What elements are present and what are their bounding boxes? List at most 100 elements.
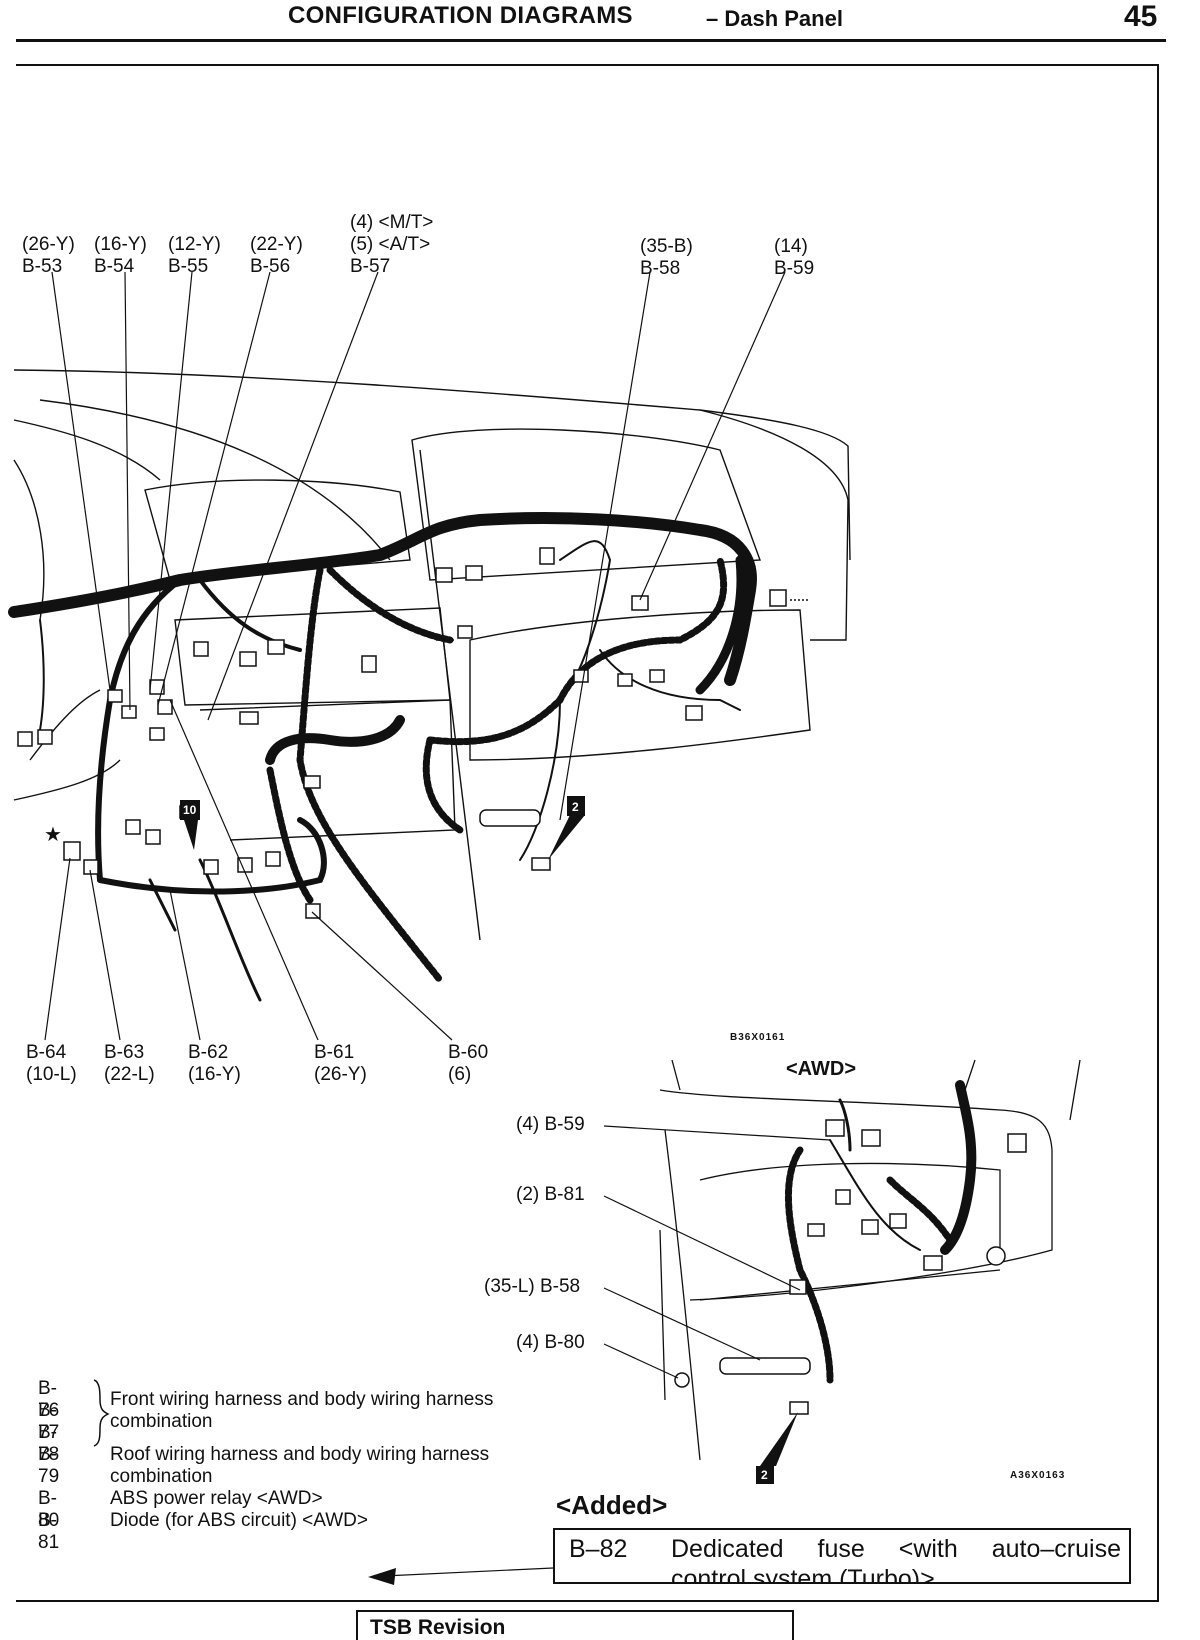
dash-panel-box-1 (411, 428, 761, 581)
awd-bottom-line (699, 1269, 1001, 1301)
awd-harness-dashed-2 (886, 1176, 954, 1244)
legend-code: B-78 (38, 1422, 60, 1465)
page-subtitle: – Dash Panel (706, 6, 843, 31)
leader-awd-b81 (603, 1195, 801, 1291)
awd-diode (674, 1372, 690, 1388)
awd-connector (1007, 1133, 1027, 1153)
dash-left-curve (29, 689, 101, 761)
connector (617, 673, 633, 687)
awd-label-b59: (4) B-59 (516, 1114, 585, 1135)
page-title: CONFIGURATION DIAGRAMS (288, 2, 633, 29)
label-b62: B-62 (16-Y) (188, 1042, 241, 1086)
awd-harness-dashed (784, 1146, 834, 1384)
marker-2-box (567, 796, 585, 816)
label-b57: (4) <M/T> (5) <A/T> B-57 (350, 212, 433, 278)
spec-b60: (6) (448, 1064, 472, 1085)
spec-b53: (26-Y) (22, 234, 75, 255)
connector (37, 729, 53, 745)
connector (107, 689, 123, 703)
awd-connector (789, 1401, 809, 1415)
marker-ten: 10 (183, 803, 197, 817)
connector (83, 859, 99, 875)
relay (479, 809, 541, 827)
leader-b58 (559, 271, 651, 821)
harness-branch-left (95, 577, 183, 883)
leader-awd-b80 (603, 1343, 679, 1379)
label-b60: B-60 (6) (448, 1042, 488, 1086)
connector (649, 669, 665, 683)
awd-connector (789, 1279, 807, 1295)
tsb-revision-box: TSB Revision (356, 1610, 794, 1640)
code-b58: B-58 (640, 258, 681, 279)
spec-b61: (26-Y) (314, 1064, 367, 1085)
added-arrow-line (383, 1567, 554, 1577)
figure-id-awd: A36X0163 (1010, 1470, 1066, 1481)
added-desc-line2: control system (Turbo)> (671, 1565, 935, 1584)
leader-b63 (89, 869, 121, 1041)
connector (63, 841, 81, 861)
awd-label-b58: (35-L) B-58 (484, 1276, 581, 1297)
connector (573, 669, 589, 683)
awd-connector (889, 1213, 907, 1229)
connector (193, 641, 209, 657)
marker-two: 2 (572, 800, 579, 814)
marker-10-box (180, 800, 200, 820)
leader-b60 (311, 911, 453, 1041)
harness-dashed-3 (326, 566, 454, 644)
leader-awd-b59 (603, 1125, 831, 1141)
connector (631, 595, 649, 611)
added-box: B–82 Dedicated fuse <with auto–cruise co… (553, 1528, 1131, 1584)
added-desc: Dedicated fuse <with auto–cruise control… (671, 1534, 1121, 1584)
connector (121, 705, 137, 719)
leader-b55 (149, 271, 193, 691)
label-b61: B-61 (26-Y) (314, 1042, 367, 1086)
leader-b53 (51, 271, 111, 691)
dash-right-box (469, 609, 811, 761)
dash-lower-box-2 (199, 699, 456, 841)
awd-label-b80: (4) B-80 (516, 1332, 585, 1353)
awd-panel-outline (659, 1089, 1053, 1301)
code-b55: B-55 (168, 256, 209, 277)
awd-relay (719, 1357, 811, 1375)
spec-b59: (14) (774, 236, 808, 257)
label-b58: (35-B) B-58 (640, 236, 693, 280)
connector (265, 851, 281, 867)
code-b62: B-62 (188, 1042, 229, 1063)
code-b59: B-59 (774, 258, 815, 279)
awd-harness (940, 1080, 977, 1255)
label-b55: (12-Y) B-55 (168, 234, 221, 278)
awd-harness-wire (838, 1098, 852, 1152)
leader-b56 (157, 271, 271, 706)
code-b53: B-53 (22, 256, 63, 277)
legend-code: B-79 (38, 1444, 60, 1487)
legend-desc: Diode (for ABS circuit) <AWD> (110, 1510, 368, 1531)
awd-connector (861, 1129, 881, 1147)
code-b63: B-63 (104, 1042, 145, 1063)
tsb-revision-label: TSB Revision (370, 1616, 506, 1639)
marker-10-pointer (184, 820, 198, 850)
awd-top-lines (671, 1059, 1081, 1121)
legend-code: B-76 (38, 1378, 60, 1421)
spec-b58: (35-B) (640, 236, 693, 257)
spec-b54: (16-Y) (94, 234, 147, 255)
dash-outline-top (13, 369, 851, 561)
added-arrow-head (368, 1568, 396, 1585)
awd-title: <AWD> (786, 1058, 857, 1080)
harness-dark-branch (198, 578, 302, 652)
added-desc-line1: Dedicated fuse <with auto–cruise (671, 1535, 1121, 1563)
header-rule (16, 39, 1166, 42)
spec-b56: (22-Y) (250, 234, 303, 255)
awd-connector (923, 1255, 943, 1271)
connector (361, 655, 377, 673)
dash-curve-2 (13, 459, 45, 621)
harness-right-wires (599, 649, 741, 711)
leader-b57 (207, 271, 379, 721)
page-header: CONFIGURATION DIAGRAMS – Dash Panel 45 (0, 0, 1200, 44)
star-marker: ★ (44, 824, 62, 846)
harness-dashed-5 (422, 736, 464, 834)
spec-b55: (12-Y) (168, 234, 221, 255)
marker-2-pointer (548, 815, 585, 860)
connector (17, 731, 33, 747)
connector (303, 775, 321, 789)
legend-code: B-77 (38, 1400, 60, 1443)
